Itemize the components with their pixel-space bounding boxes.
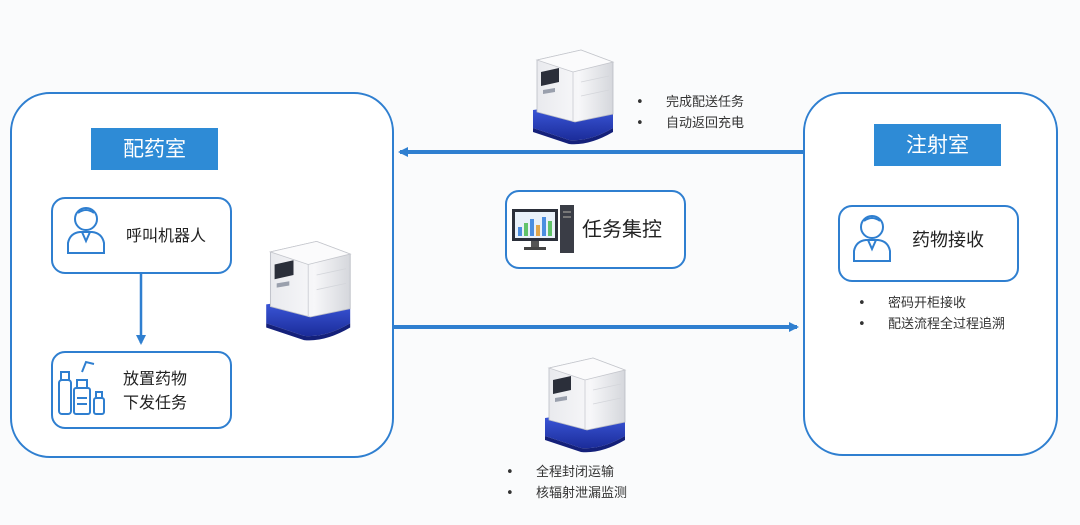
place-medicine-line1: 放置药物 [123,369,188,388]
receive-label: 药物接收 [912,230,984,251]
delivery-robot-icon-pharmacy [265,240,351,341]
top-flow-bullet-2: 自动返回充电 [636,113,744,134]
person-icon-injection [853,215,891,262]
injection-bullets: 密码开柜接收 配送流程全过程追溯 [858,293,1005,335]
person-icon [67,207,105,254]
pharmacy-title: 配药室 [91,128,218,170]
computer-icon [512,205,574,253]
place-medicine-card [51,351,232,429]
call-robot-label: 呼叫机器人 [126,226,207,245]
delivery-robot-icon-bottom [544,357,626,453]
place-medicine-line2: 下发任务 [123,393,188,412]
bottom-flow-bullets: 全程封闭运输 核辐射泄漏监测 [506,462,627,504]
injection-bullet-2: 配送流程全过程追溯 [858,314,1005,335]
top-flow-bullets: 完成配送任务 自动返回充电 [636,92,744,134]
task-control-card [505,190,686,269]
medicine-bottles-icon [58,360,105,415]
delivery-robot-icon [532,49,614,145]
bottom-flow-bullet-2: 核辐射泄漏监测 [506,483,627,504]
bottom-flow-bullet-1: 全程封闭运输 [506,462,627,483]
injection-title: 注射室 [874,124,1001,166]
task-control-label: 任务集控 [582,217,662,241]
top-flow-bullet-1: 完成配送任务 [636,92,744,113]
injection-bullet-1: 密码开柜接收 [858,293,1005,314]
